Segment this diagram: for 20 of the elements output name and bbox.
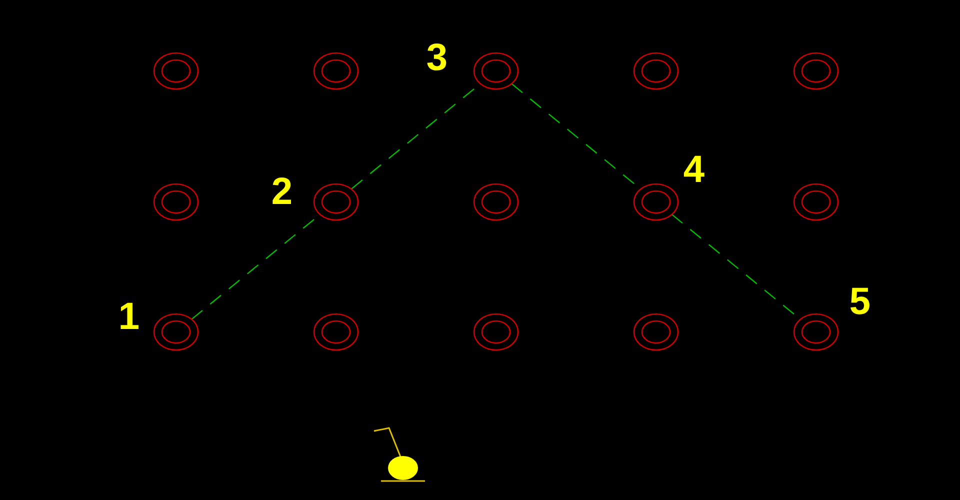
step-number: 4 — [683, 150, 705, 188]
double-circle — [473, 313, 519, 351]
double-circle — [153, 182, 199, 220]
double-circle — [313, 313, 359, 351]
double-circle — [793, 313, 839, 351]
step-number: 3 — [426, 39, 448, 77]
double-circle — [633, 182, 679, 220]
double-circle — [153, 52, 199, 90]
double-circle — [633, 313, 679, 351]
double-circle — [793, 182, 839, 220]
step-number: 1 — [118, 298, 140, 336]
double-circle — [313, 52, 359, 90]
double-circle — [153, 313, 199, 351]
double-circle — [473, 52, 519, 90]
double-circle — [793, 52, 839, 90]
step-number: 2 — [271, 172, 293, 210]
double-circle — [473, 182, 519, 220]
step-number: 5 — [849, 283, 871, 321]
double-circle — [633, 52, 679, 90]
double-circle — [313, 182, 359, 220]
